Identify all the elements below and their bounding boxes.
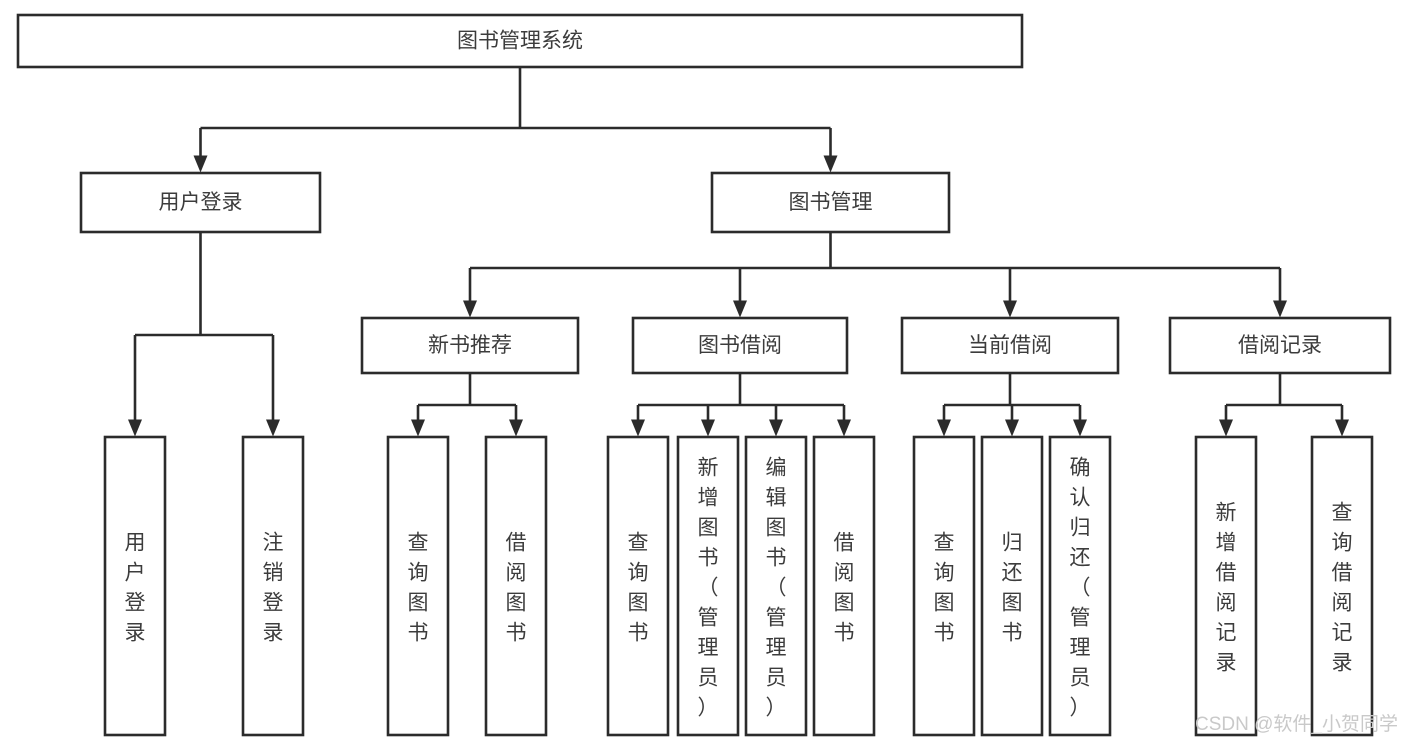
arrow-head-icon [937, 419, 951, 437]
arrow-head-icon [823, 155, 838, 173]
connector-group-book-management [463, 232, 1287, 318]
node-leaf-add-book[interactable]: 新增图书（管理员） [676, 435, 740, 737]
arrow-head-icon [837, 419, 851, 437]
node-leaf-query-book-recommend[interactable]: 查询图书 [386, 435, 450, 737]
node-leaf-query-book-current[interactable]: 查询图书 [912, 435, 976, 737]
node-label: 编辑图书（管理员） [766, 456, 787, 719]
node-label: 查询借阅记录 [1332, 501, 1353, 674]
node-label: 查询图书 [628, 531, 649, 644]
arrow-head-icon [631, 419, 645, 437]
node-box[interactable] [1048, 435, 1112, 737]
node-label: 图书管理 [789, 191, 873, 214]
node-leaf-user-logout[interactable]: 注销登录 [241, 435, 305, 737]
arrow-head-icon [509, 419, 523, 437]
node-label: 借阅图书 [834, 531, 855, 644]
node-box[interactable] [980, 435, 1044, 737]
arrow-head-icon [1003, 300, 1017, 318]
arrow-head-icon [1335, 419, 1349, 437]
node-box[interactable] [484, 435, 548, 737]
connector-group-borrow-record [1219, 373, 1349, 437]
node-leaf-query-borrow-record[interactable]: 查询借阅记录 [1310, 435, 1374, 737]
arrow-head-icon [701, 419, 715, 437]
node-new-book-recommend[interactable]: 新书推荐 [360, 316, 580, 375]
node-box[interactable] [16, 13, 1024, 69]
node-label: 用户登录 [159, 191, 243, 214]
node-label: 用户登录 [125, 531, 146, 644]
node-label: 查询图书 [934, 531, 955, 644]
node-box[interactable] [1310, 435, 1374, 737]
node-box[interactable] [912, 435, 976, 737]
node-current-borrow[interactable]: 当前借阅 [900, 316, 1120, 375]
node-box[interactable] [1168, 316, 1392, 375]
node-label: 确认归还（管理员） [1070, 456, 1091, 719]
arrow-head-icon [1273, 300, 1287, 318]
node-borrow-record[interactable]: 借阅记录 [1168, 316, 1392, 375]
node-label: 新增图书（管理员） [698, 456, 719, 719]
node-book-management[interactable]: 图书管理 [710, 171, 951, 234]
arrow-head-icon [769, 419, 783, 437]
node-layer: 图书管理系统用户登录图书管理新书推荐图书借阅当前借阅借阅记录用户登录注销登录查询… [16, 13, 1392, 737]
connector-group-root [193, 67, 838, 173]
node-label: 借阅记录 [1238, 334, 1322, 357]
node-box[interactable] [900, 316, 1120, 375]
arrow-head-icon [1005, 419, 1019, 437]
node-box[interactable] [360, 316, 580, 375]
arrow-head-icon [193, 155, 208, 173]
connector-group-user-login [128, 232, 280, 437]
node-leaf-borrow-book-recommend[interactable]: 借阅图书 [484, 435, 548, 737]
connector-group-current-borrow [937, 373, 1087, 437]
node-box[interactable] [103, 435, 167, 737]
node-label: 图书借阅 [698, 334, 782, 357]
node-label: 新书推荐 [428, 334, 512, 357]
node-box[interactable] [631, 316, 849, 375]
node-user-login[interactable]: 用户登录 [79, 171, 322, 234]
node-label: 注销登录 [263, 531, 284, 644]
arrow-head-icon [1219, 419, 1233, 437]
node-leaf-query-book-borrow[interactable]: 查询图书 [606, 435, 670, 737]
node-box[interactable] [812, 435, 876, 737]
node-box[interactable] [710, 171, 951, 234]
csdn-watermark: CSDN @软件_小贺同学 [1195, 713, 1398, 735]
node-book-borrow[interactable]: 图书借阅 [631, 316, 849, 375]
node-label: 查询图书 [408, 531, 429, 644]
node-label: 图书管理系统 [457, 30, 583, 53]
node-box[interactable] [241, 435, 305, 737]
node-label: 当前借阅 [968, 334, 1052, 357]
connector-layer [128, 67, 1349, 437]
node-leaf-user-login[interactable]: 用户登录 [103, 435, 167, 737]
connector-group-book-borrow [631, 373, 851, 437]
arrow-head-icon [411, 419, 425, 437]
node-label: 归还图书 [1002, 531, 1023, 644]
connector-group-new-book-recommend [411, 373, 523, 437]
arrow-head-icon [463, 300, 477, 318]
node-box[interactable] [386, 435, 450, 737]
node-leaf-edit-book[interactable]: 编辑图书（管理员） [744, 435, 808, 737]
node-label: 借阅图书 [506, 531, 527, 644]
node-box[interactable] [606, 435, 670, 737]
node-leaf-add-borrow-record[interactable]: 新增借阅记录 [1194, 435, 1258, 737]
node-leaf-return-book[interactable]: 归还图书 [980, 435, 1044, 737]
node-label: 新增借阅记录 [1216, 501, 1237, 674]
node-root[interactable]: 图书管理系统 [16, 13, 1024, 69]
node-box[interactable] [1194, 435, 1258, 737]
node-box[interactable] [744, 435, 808, 737]
node-leaf-borrow-book[interactable]: 借阅图书 [812, 435, 876, 737]
node-box[interactable] [79, 171, 322, 234]
node-leaf-confirm-return[interactable]: 确认归还（管理员） [1048, 435, 1112, 737]
arrow-head-icon [128, 419, 142, 437]
arrow-head-icon [266, 419, 280, 437]
node-box[interactable] [676, 435, 740, 737]
arrow-head-icon [733, 300, 747, 318]
arrow-head-icon [1073, 419, 1087, 437]
